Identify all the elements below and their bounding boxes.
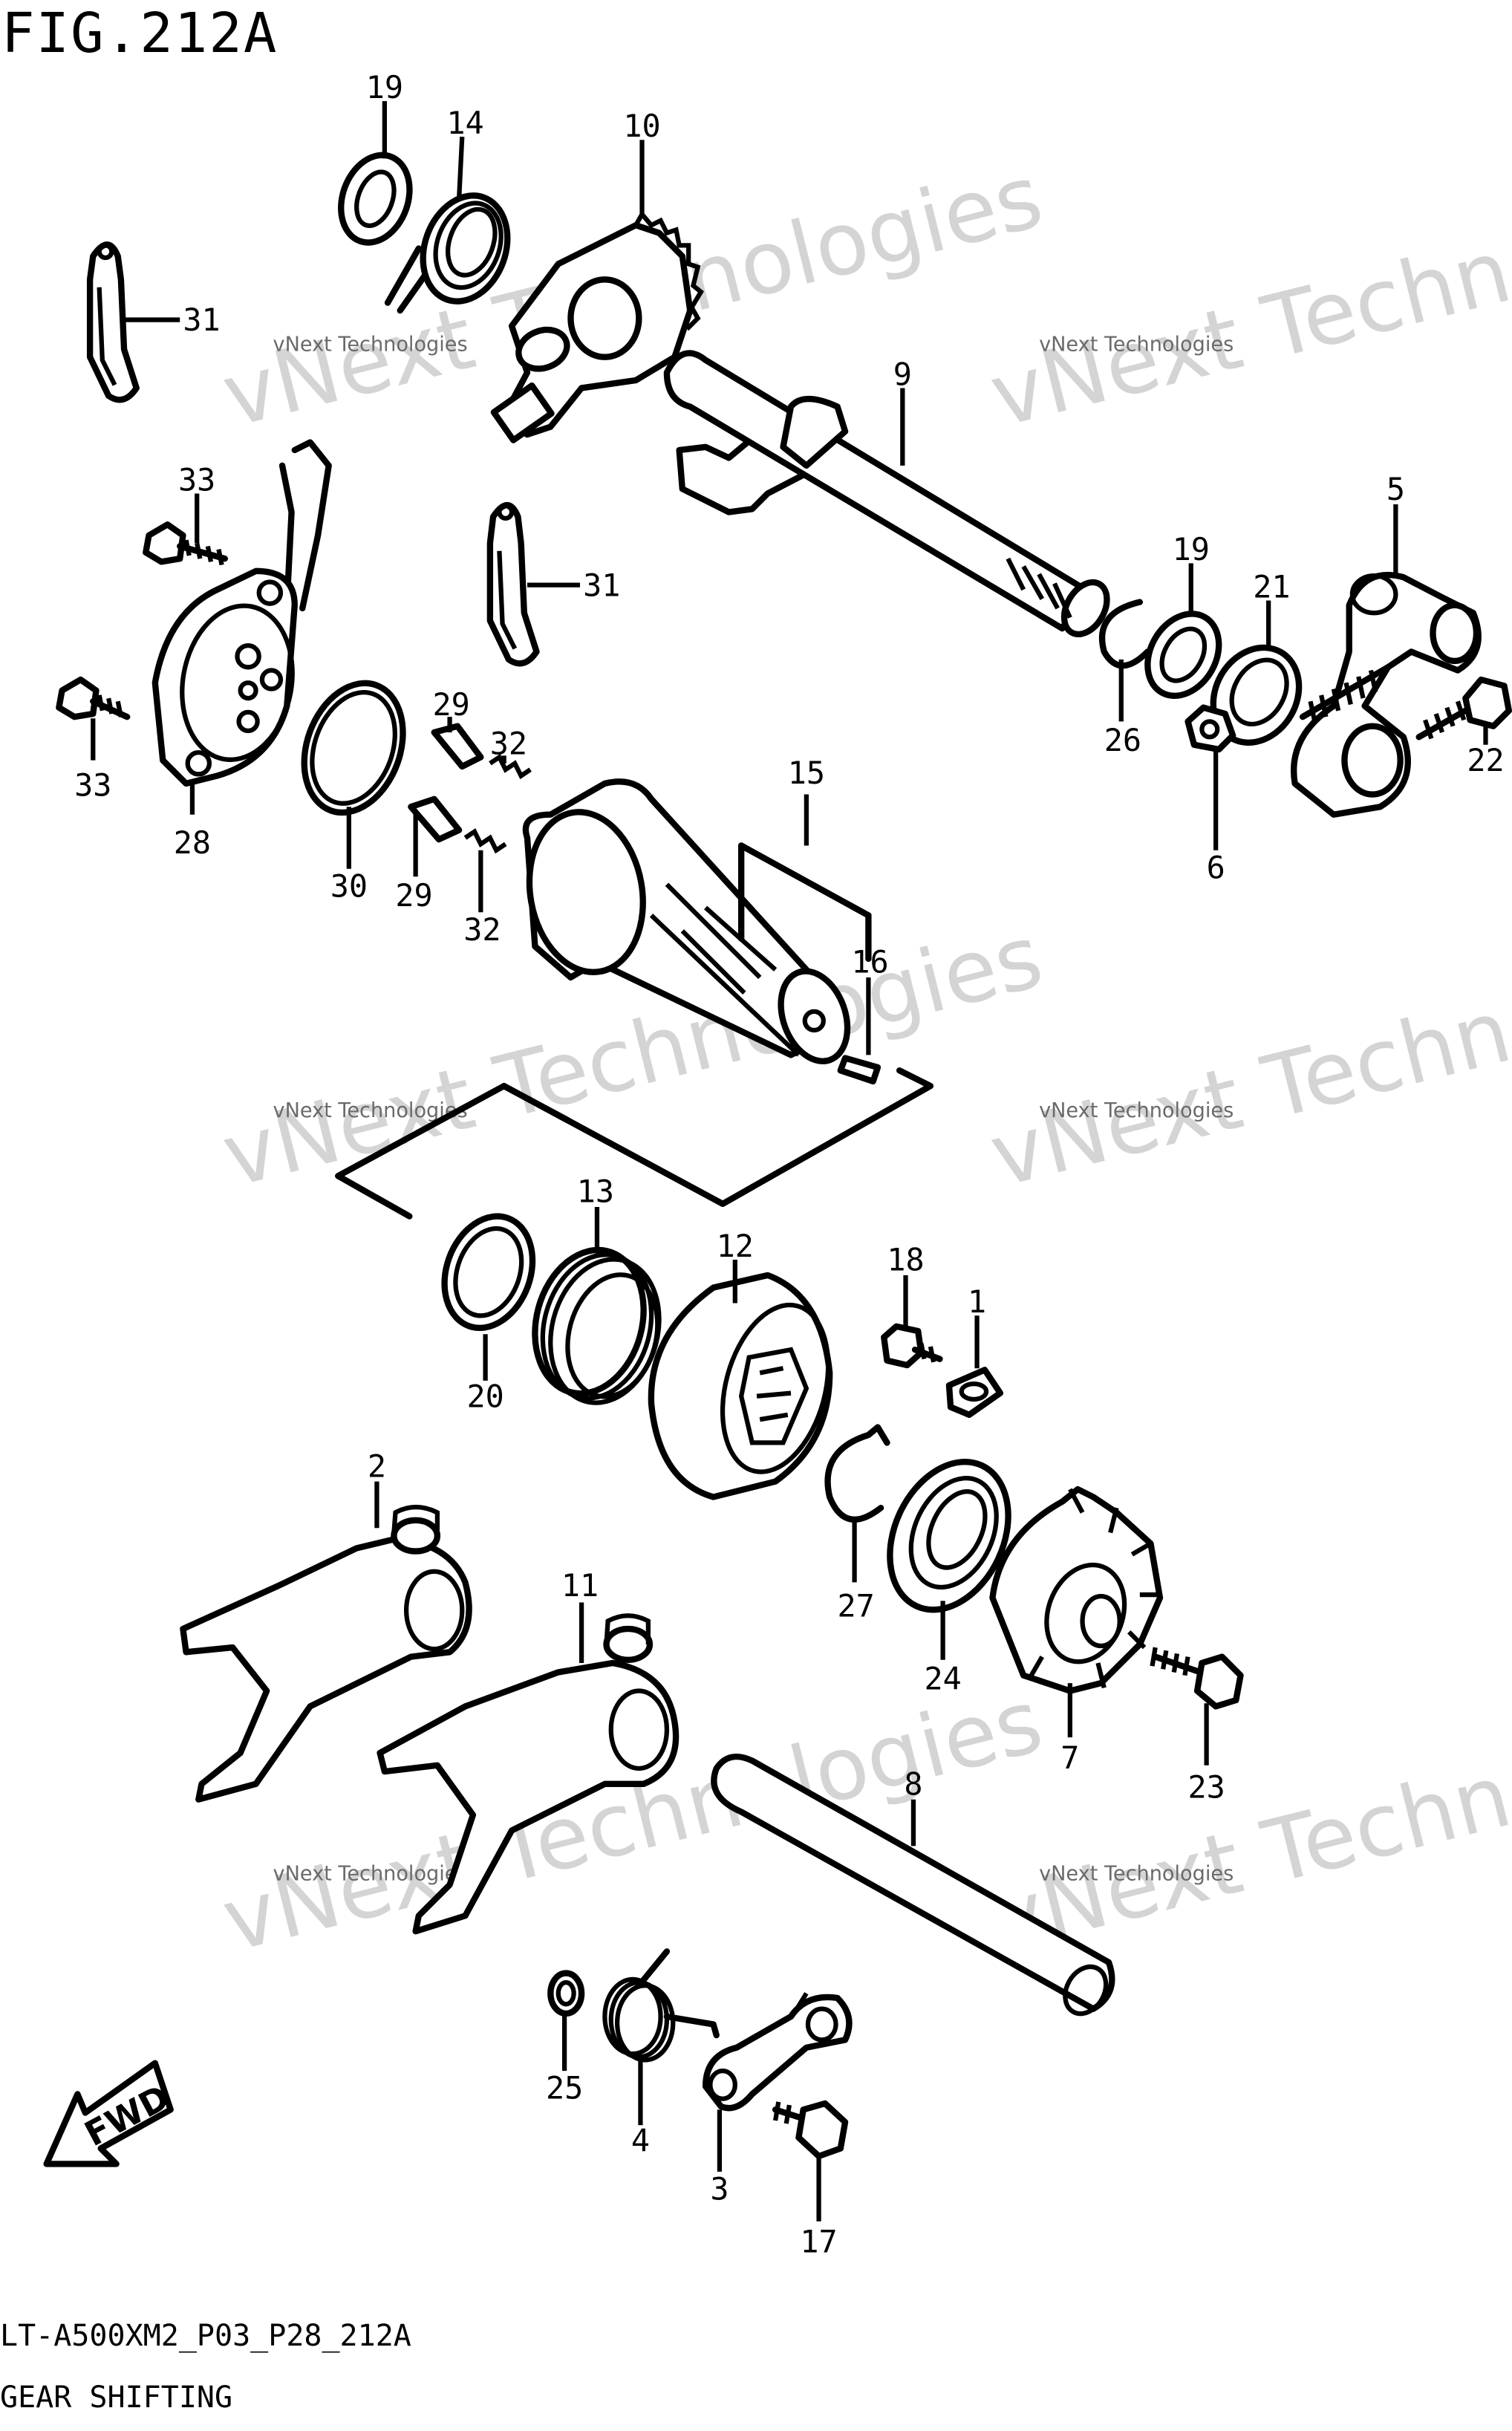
- watermark-large: vNext Technologies: [981, 1670, 1512, 1971]
- part-o-ring-30: [301, 680, 406, 816]
- part-stopper-gear-7: [989, 1485, 1164, 1694]
- part-gear-shift-drum-15: [522, 778, 851, 1064]
- callout-29: 29: [433, 686, 470, 723]
- callout-33: 33: [74, 767, 111, 804]
- watermark-group: vNext Technologies vNext Technologies vN…: [213, 146, 1512, 1972]
- callout-19: 19: [1173, 531, 1210, 567]
- part-cam-12: [648, 1272, 833, 1500]
- callout-27: 27: [838, 1587, 875, 1624]
- callout-23: 23: [1187, 1769, 1225, 1806]
- callout-25: 25: [546, 2070, 583, 2106]
- part-spring-4: [602, 1948, 720, 2063]
- callout-3: 3: [710, 2170, 729, 2207]
- part-bearing-24: [887, 1458, 1011, 1613]
- forward-direction-arrow: FWD: [43, 2060, 176, 2167]
- callout-20: 20: [466, 1378, 504, 1414]
- part-washer-19-top: [338, 152, 413, 246]
- part-spring-13: [532, 1246, 662, 1405]
- callout-7: 7: [1060, 1740, 1079, 1776]
- watermark-small: vNext Technologies: [273, 1862, 468, 1885]
- watermark-small: vNext Technologies: [1039, 1862, 1234, 1885]
- part-bolt-33-lower: [56, 676, 131, 720]
- callout-22: 22: [1467, 742, 1504, 778]
- part-shift-fork-11: [377, 1613, 680, 1935]
- part-washer-25: [547, 1970, 585, 2017]
- watermark-small: vNext Technologies: [1039, 333, 1234, 356]
- callout-32: 32: [490, 725, 527, 761]
- callout-14: 14: [446, 105, 483, 141]
- part-screw-18: [881, 1323, 943, 1369]
- callout-1: 1: [968, 1283, 986, 1320]
- callout-11: 11: [561, 1567, 599, 1604]
- callout-18: 18: [887, 1242, 924, 1278]
- watermark-large: vNext Technologies: [981, 146, 1512, 447]
- callout-labels: 19 14 10 31 9 33 31 5 19 21 33 28 30 29 …: [74, 69, 1504, 2260]
- callout-19: 19: [366, 69, 403, 105]
- callout-6: 6: [1207, 849, 1225, 885]
- watermark-small: vNext Technologies: [273, 333, 468, 356]
- part-clip-31-top: [86, 241, 140, 403]
- callout-15: 15: [788, 755, 825, 791]
- callout-17: 17: [800, 2223, 837, 2259]
- callout-26: 26: [1104, 722, 1141, 758]
- part-shift-cam-arm-10: [490, 210, 704, 443]
- part-bolt-22: [1415, 676, 1512, 741]
- model-code: LT-A500XM2_P03_P28_212A: [0, 2319, 411, 2353]
- section-name: GEAR SHIFTING: [0, 2380, 233, 2415]
- watermark-small: vNext Technologies: [273, 1099, 468, 1122]
- part-bolt-17: [772, 2100, 849, 2160]
- part-clip-31-middle: [486, 502, 540, 667]
- part-circlip-26: [1098, 599, 1151, 669]
- callout-4: 4: [631, 2123, 650, 2159]
- callout-32: 32: [463, 911, 501, 948]
- leader-lines: [91, 101, 1488, 2222]
- part-cover-28: [151, 439, 332, 787]
- part-return-spring-14: [384, 192, 511, 314]
- part-stopper-arm-3: [702, 1992, 853, 2112]
- part-bolt-33-upper: [143, 521, 228, 566]
- callout-29: 29: [395, 877, 432, 914]
- part-circlip-27: [824, 1424, 890, 1523]
- part-pins-and-springs-29-32: [408, 723, 532, 854]
- callout-2: 2: [368, 1448, 386, 1484]
- part-bolt-23: [1150, 1647, 1244, 1710]
- part-gear-shift-shaft-9: [663, 350, 1110, 638]
- callout-33: 33: [178, 461, 215, 498]
- callout-9: 9: [893, 356, 912, 392]
- watermark-large: vNext Technologies: [981, 905, 1512, 1207]
- callout-30: 30: [330, 868, 368, 904]
- callout-28: 28: [174, 824, 211, 861]
- part-washer-20: [441, 1213, 536, 1332]
- part-nut-6: [1184, 704, 1236, 753]
- callout-5: 5: [1386, 471, 1405, 507]
- callout-31: 31: [183, 302, 220, 338]
- callout-24: 24: [924, 1660, 961, 1696]
- figure-title: FIG.212A: [1, 1, 278, 65]
- part-fork-shaft-8: [711, 1753, 1115, 2017]
- callout-31: 31: [583, 567, 620, 603]
- callout-21: 21: [1253, 568, 1290, 605]
- callout-12: 12: [717, 1228, 754, 1264]
- assembly-bracket-outline: [335, 842, 934, 1220]
- watermark-small: vNext Technologies: [1039, 1099, 1234, 1122]
- part-washer-19-right: [1144, 611, 1222, 699]
- callout-8: 8: [904, 1766, 922, 1802]
- part-plate-1: [945, 1367, 1004, 1419]
- part-shift-lever-5: [1291, 571, 1482, 818]
- part-shift-fork-2: [180, 1504, 472, 1803]
- callout-10: 10: [623, 108, 660, 144]
- part-pin-16: [837, 1055, 882, 1085]
- callout-16: 16: [851, 944, 888, 980]
- callout-13: 13: [577, 1174, 614, 1210]
